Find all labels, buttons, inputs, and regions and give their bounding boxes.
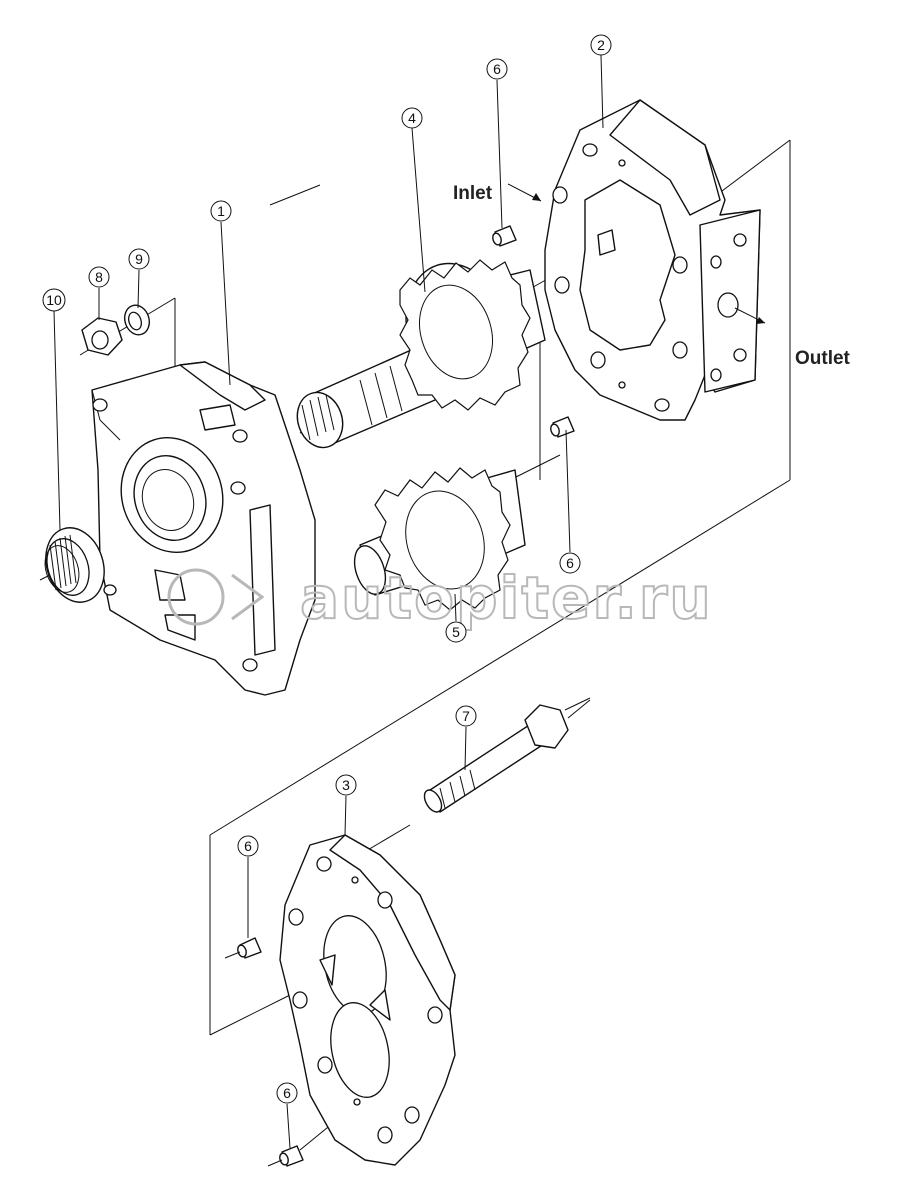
part-1-front-cover xyxy=(91,361,316,696)
part-7-bolt xyxy=(423,699,591,813)
outlet-arrowhead xyxy=(756,317,765,324)
watermark-logo-chevron xyxy=(231,573,265,621)
callout-6b: 6 xyxy=(559,552,581,574)
svg-text:6: 6 xyxy=(283,1085,291,1101)
callout-10: 10 xyxy=(42,288,66,312)
callout-6d: 6 xyxy=(276,1082,298,1104)
callout-9: 9 xyxy=(128,248,150,270)
callout-7: 7 xyxy=(455,705,477,727)
callout-2: 2 xyxy=(590,34,612,56)
part-2-gear-housing xyxy=(544,99,761,421)
part-5-driven-gear xyxy=(353,467,526,611)
part-10-oil-seal xyxy=(44,527,105,603)
callout-5: 5 xyxy=(445,621,467,643)
callout-leaders xyxy=(53,54,604,1149)
svg-text:6: 6 xyxy=(244,838,252,854)
inlet-label: Inlet xyxy=(453,183,493,204)
svg-text:1: 1 xyxy=(217,203,225,219)
callout-3: 3 xyxy=(335,774,357,796)
callouts: 2 6 4 1 9 8 10 6 xyxy=(42,34,612,1104)
watermark: autopiter.ru xyxy=(167,563,713,633)
svg-text:7: 7 xyxy=(462,708,470,724)
svg-text:2: 2 xyxy=(597,37,605,53)
part-9-washer xyxy=(123,304,151,336)
part-6-dowel-pin-lower-left xyxy=(224,937,262,959)
port-labels: Inlet Outlet xyxy=(453,183,851,369)
callout-4: 4 xyxy=(401,107,423,129)
part-8-nut xyxy=(81,317,123,356)
svg-text:5: 5 xyxy=(452,624,460,640)
part-3-rear-cover xyxy=(279,834,456,1166)
driven-gear-teeth xyxy=(374,467,511,611)
outlet-label: Outlet xyxy=(795,348,851,369)
watermark-logo-circle xyxy=(167,568,225,626)
callout-1: 1 xyxy=(210,200,232,222)
svg-text:8: 8 xyxy=(95,269,103,285)
part-6-dowel-pin-middle xyxy=(550,416,575,438)
inlet-arrowhead xyxy=(532,193,541,201)
drive-gear-teeth xyxy=(399,259,531,411)
part-6-dowel-pin-upper xyxy=(492,225,517,247)
part-4-drive-gear-shaft xyxy=(296,259,546,449)
callout-6a: 6 xyxy=(486,58,508,80)
svg-text:10: 10 xyxy=(46,292,62,308)
callout-6c: 6 xyxy=(237,835,259,857)
svg-text:9: 9 xyxy=(135,251,143,267)
svg-text:4: 4 xyxy=(408,110,416,126)
svg-text:6: 6 xyxy=(566,555,574,571)
svg-text:3: 3 xyxy=(342,777,350,793)
callout-8: 8 xyxy=(88,266,110,288)
svg-text:6: 6 xyxy=(493,61,501,77)
watermark-text: autopiter.ru xyxy=(300,564,713,632)
